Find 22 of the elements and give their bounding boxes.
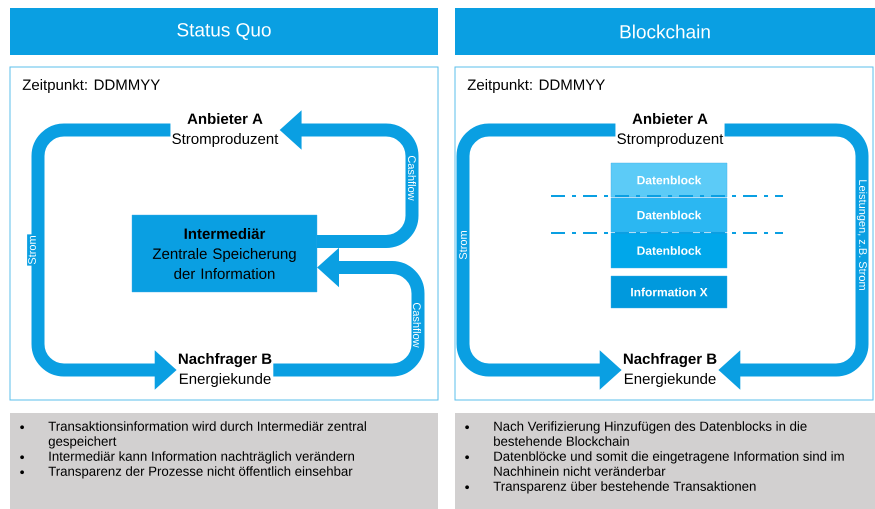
bullet-item: Nach Verifizierung Hinzufügen des Datenblocks in die bestehende Blockchain — [465, 421, 807, 446]
bullet-item: Transaktionsinformation wird durch Intermediär zentral gespeichert — [20, 421, 366, 449]
bullet-panel — [10, 413, 438, 509]
data-block: Datenblock — [610, 162, 728, 198]
party-label: Nachfrager B Energiekunde — [624, 353, 716, 387]
data-block: Datenblock — [610, 232, 728, 268]
header-bar: Blockchain — [455, 8, 875, 55]
intermediary-box: Intermediär Zentrale Speicherung der Information — [132, 214, 318, 292]
edge-label: Strom — [27, 234, 37, 266]
bullet-item: Transparenz über bestehende Transaktionen — [465, 481, 756, 494]
header-bar: Status Quo — [10, 8, 438, 55]
bullet-item: Transparenz der Prozesse nicht öffentlich einsehbar — [20, 466, 352, 479]
data-block: Information X — [610, 276, 728, 308]
edge-label: Strom — [458, 229, 468, 261]
edge-label: Leistungen, z.B. Strom — [856, 178, 868, 292]
party-label: Nachfrager B Energiekunde — [178, 353, 272, 387]
bullet-panel — [455, 413, 875, 509]
data-block: Datenblock — [610, 198, 728, 232]
party-label: Anbieter A Stromproduzent — [617, 113, 724, 147]
party-label: Anbieter A Stromproduzent — [172, 113, 278, 147]
bullet-item: Datenblöcke und somit die eingetragene Information sind im Nachhinein nicht veränderbar — [465, 451, 844, 476]
bullet-item: Intermediär kann Information nachträglich verändern — [20, 451, 354, 464]
